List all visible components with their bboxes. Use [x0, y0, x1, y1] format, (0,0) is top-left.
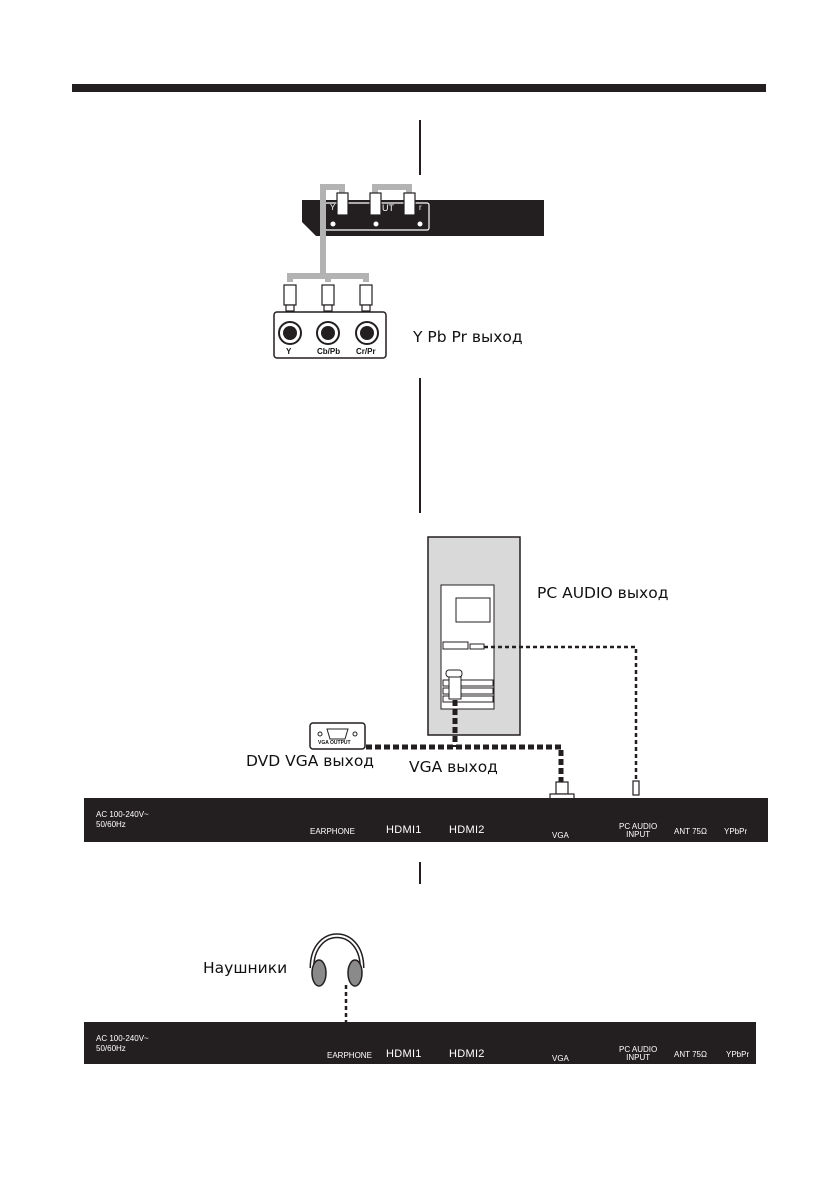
jack-label-crpr: Cr/Pr: [356, 347, 376, 356]
source-out-label: UT: [382, 203, 394, 213]
vga-output-label: VGA выход: [409, 758, 498, 776]
tv-back-panel: AC 100-240V~ 50/60Hz EARPHONE HDMI1 HDMI…: [84, 1022, 756, 1064]
tv-back-panel: AC 100-240V~ 50/60Hz EARPHONE HDMI1 HDMI…: [84, 798, 768, 842]
separator-line: [419, 120, 421, 175]
jack-label-cbpb: Cb/Pb: [317, 347, 341, 356]
source-y-label: Y: [330, 203, 336, 212]
source-pr-label: r: [419, 203, 422, 212]
power-rating: AC 100-240V~ 50/60Hz: [96, 1034, 149, 1053]
ypbpr-output-label: Y Pb Pr выход: [413, 328, 523, 346]
vga-plug: [549, 781, 575, 801]
pc-audio-input-label: PC AUDIO INPUT: [619, 822, 658, 839]
earphone-label: EARPHONE: [327, 1051, 372, 1060]
headphones-icon: [309, 933, 365, 987]
hdmi1-label: HDMI1: [386, 824, 422, 836]
pc-audio-output-label: PC AUDIO выход: [537, 584, 669, 602]
vga-cables: [366, 700, 564, 783]
power-rating: AC 100-240V~ 50/60Hz: [96, 810, 149, 829]
separator-line: [419, 862, 421, 884]
vga-port-label: VGA: [552, 831, 569, 840]
ypbpr-jack-block: [273, 311, 387, 359]
pc-audio-cable: [484, 645, 638, 782]
hdmi1-label: HDMI1: [386, 1048, 422, 1060]
ant-label: ANT 75Ω: [674, 1050, 707, 1059]
component-plugs-bottom: [283, 284, 373, 312]
headphones-label: Наушники: [203, 959, 288, 977]
hdmi2-label: HDMI2: [449, 1048, 485, 1060]
component-cables: [287, 184, 412, 282]
pc-tower: [427, 536, 521, 736]
separator-line: [419, 378, 421, 513]
vga-port-label: VGA: [552, 1054, 569, 1063]
audio-plug: [632, 780, 640, 796]
component-plugs-top: [336, 192, 416, 216]
ypbpr-port-label: YPbPr: [724, 827, 748, 836]
ypbpr-port-label: YPbPr: [726, 1050, 750, 1059]
dvd-vga-output-label: DVD VGA выход: [246, 752, 375, 770]
jack-label-y: Y: [286, 347, 292, 356]
vga-device-label: VGA OUTPUT: [318, 740, 351, 746]
pc-audio-input-label: PC AUDIO INPUT: [619, 1045, 658, 1062]
earphone-label: EARPHONE: [310, 827, 355, 836]
hdmi2-label: HDMI2: [449, 824, 485, 836]
ant-label: ANT 75Ω: [674, 827, 707, 836]
top-rule: [72, 84, 766, 92]
dvd-vga-device: [309, 722, 366, 750]
